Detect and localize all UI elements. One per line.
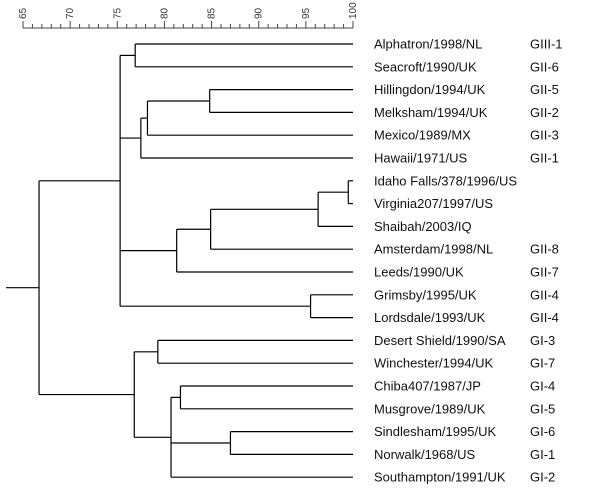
leaf-label: Norwalk/1968/US: [374, 447, 475, 462]
leaf-label: Amsterdam/1998/NL: [374, 242, 493, 257]
genotype-label: GIII-1: [530, 37, 563, 52]
leaf-label: Grimsby/1995/UK: [374, 287, 477, 302]
genotype-label: GII-4: [530, 287, 559, 302]
genotype-label: GII-6: [530, 59, 559, 74]
leaf-label: Hillingdon/1994/UK: [374, 82, 486, 97]
tick-label-70: 70: [65, 7, 76, 19]
leaf-label: Hawaii/1971/US: [374, 151, 468, 166]
leaf-label: Musgrove/1989/UK: [374, 401, 486, 416]
genotype-label: GI-3: [530, 333, 555, 348]
leaf-label: Alphatron/1998/NL: [374, 37, 482, 52]
tick-label-80: 80: [159, 7, 170, 19]
leaf-label: Desert Shield/1990/SA: [374, 333, 506, 348]
similarity-axis: 65 70 75 80 85 90 95 100: [18, 2, 359, 29]
genotype-label: GII-5: [530, 82, 559, 97]
genotype-label: GI-4: [530, 379, 555, 394]
leaf-labels: Alphatron/1998/NL Seacroft/1990/UK Hilling…: [374, 37, 517, 485]
genotype-label: GI-7: [530, 356, 555, 371]
leaf-label: Leeds/1990/UK: [374, 265, 464, 280]
tick-label-75: 75: [112, 7, 123, 19]
genotype-label: GI-5: [530, 401, 555, 416]
genotype-label: GII-3: [530, 128, 559, 143]
tick-label-95: 95: [301, 7, 312, 19]
leaf-label: Seacroft/1990/UK: [374, 59, 477, 74]
leaf-label: Virginia207/1997/US: [374, 196, 493, 211]
tick-label-90: 90: [254, 7, 265, 19]
leaf-label: Lordsdale/1993/UK: [374, 310, 486, 325]
genotype-label: GII-7: [530, 265, 559, 280]
leaf-label: Chiba407/1987/JP: [374, 379, 481, 394]
leaf-label: Idaho Falls/378/1996/US: [374, 173, 517, 188]
leaf-label: Shaibah/2003/IQ: [374, 219, 472, 234]
leaf-label: Southampton/1991/UK: [374, 470, 506, 485]
leaf-label: Mexico/1989/MX: [374, 128, 471, 143]
genotype-label: GII-1: [530, 151, 559, 166]
genotype-label: GII-2: [530, 105, 559, 120]
genotype-label: GI-1: [530, 447, 555, 462]
leaf-label: Melksham/1994/UK: [374, 105, 488, 120]
tick-label-100: 100: [348, 2, 359, 19]
leaf-label: Sindlesham/1995/UK: [374, 424, 496, 439]
tick-label-85: 85: [207, 7, 218, 19]
genotype-label: GI-6: [530, 424, 555, 439]
leaf-label: Winchester/1994/UK: [374, 356, 494, 371]
tick-label-65: 65: [18, 7, 29, 19]
genotype-labels: GIII-1GII-6GII-5GII-2GII-3GII-1GII-8GII-…: [530, 37, 563, 485]
genotype-label: GII-4: [530, 310, 559, 325]
genotype-label: GII-8: [530, 242, 559, 257]
dendrogram-branches: [6, 43, 353, 478]
genotype-label: GI-2: [530, 470, 555, 485]
